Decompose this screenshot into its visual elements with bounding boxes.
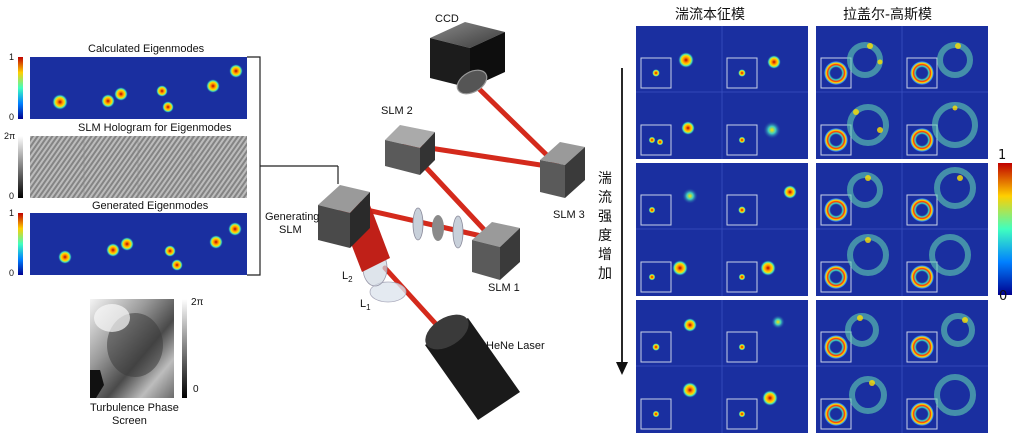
slm3-label: SLM 3: [553, 209, 585, 221]
slm1-label: SLM 1: [488, 282, 520, 294]
generated-eigenmodes-title: Generated Eigenmodes: [92, 200, 209, 212]
laser-beam-path: [342, 77, 563, 348]
hologram-title: SLM Hologram for Eigenmodes: [78, 122, 232, 134]
generating-slm-label-1: Generating: [265, 211, 320, 223]
right-colorbar: [998, 163, 1012, 295]
phase-scale-min: 0: [193, 384, 199, 395]
hologram-graybar: [18, 136, 23, 198]
gen-scale-max: 1: [9, 208, 15, 218]
generated-colorbar: [18, 213, 23, 275]
calculated-colorbar: [18, 57, 23, 119]
calc-scale-max: 1: [9, 52, 15, 62]
holo-scale-min: 0: [9, 191, 15, 201]
phase-label-line2: Screen: [112, 415, 147, 427]
lens-l1: [369, 281, 407, 303]
gen-scale-min: 0: [9, 268, 15, 278]
generating-slm-label-2: SLM: [279, 224, 302, 236]
ccd-camera: [430, 22, 505, 95]
hene-laser: [425, 314, 520, 420]
right-grid: [616, 26, 1012, 433]
connector-bracket: [247, 56, 339, 276]
generated-eigenmodes-panel: [30, 213, 247, 275]
increasing-turbulence-label: 湍 流 强 度 增 加: [598, 171, 612, 282]
col2-title: 拉盖尔-高斯模: [843, 7, 933, 23]
generating-slm: [318, 185, 370, 248]
ccd-label: CCD: [435, 13, 459, 25]
relay-lenses: [412, 207, 464, 249]
calculated-eigenmodes-title: Calculated Eigenmodes: [88, 43, 205, 55]
increasing-turbulence-arrow: [616, 68, 628, 375]
right-colorbar-min: 0: [999, 289, 1008, 304]
right-colorbar-max: 1: [998, 148, 1007, 163]
calc-scale-min: 0: [9, 112, 15, 122]
lens-l2-label: L2: [342, 270, 353, 285]
col1-title: 湍流本征模: [675, 7, 745, 23]
turbulence-phase-screen: [90, 299, 187, 398]
phase-label-line1: Turbulence Phase: [90, 402, 179, 414]
slm-3: [540, 142, 585, 198]
slm-hologram-panel: [30, 136, 247, 198]
holo-scale-max: 2π: [4, 131, 16, 141]
slm2-label: SLM 2: [381, 105, 413, 117]
slm-2: [385, 125, 435, 175]
phase-scale-max: 2π: [191, 297, 204, 308]
hene-laser-label: HeNe Laser: [486, 340, 545, 352]
calculated-eigenmodes-panel: [30, 57, 247, 119]
slm-1: [472, 222, 520, 280]
lens-l1-label: L1: [360, 298, 371, 313]
